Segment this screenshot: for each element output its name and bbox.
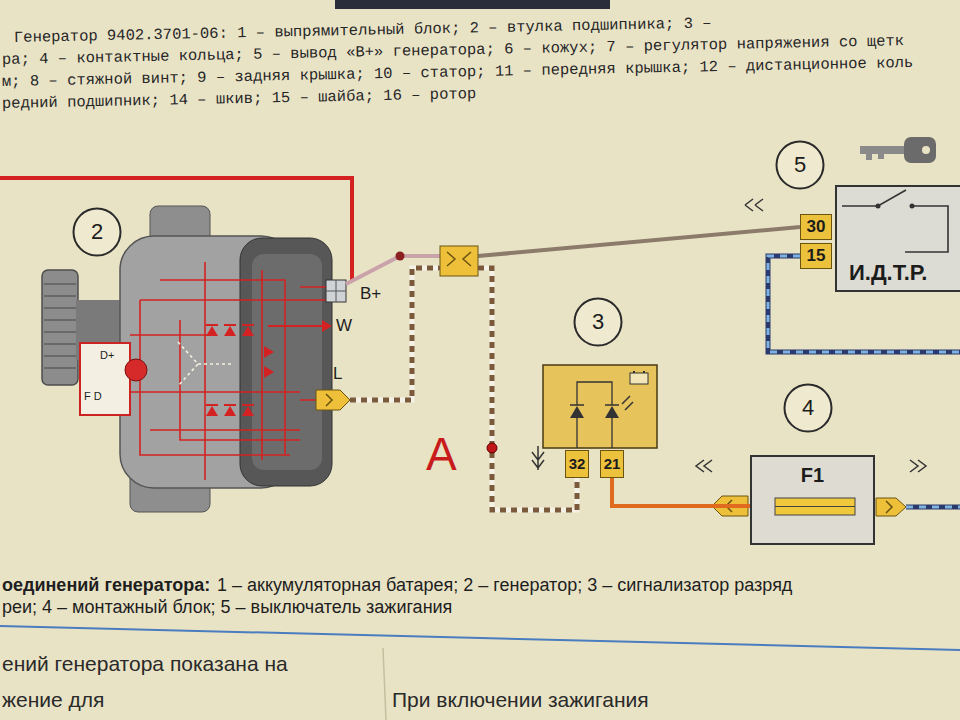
figure-caption: реи; 4 – монтажный блок; 5 – выключатель…: [2, 597, 452, 618]
node-text: 3: [592, 311, 604, 333]
callout-number: 2: [72, 207, 122, 257]
callout-circle: [777, 142, 824, 189]
generator-illustration: [125, 359, 147, 381]
warning-lamp-symbol: [543, 365, 657, 448]
node-text: 30: [807, 217, 826, 237]
generator-illustration: [326, 394, 332, 406]
key-icon: [922, 146, 930, 154]
pin-terminal: 30: [800, 214, 832, 240]
generator-illustration: [206, 325, 254, 405]
generator-illustration: [300, 287, 326, 400]
lamp-wire: [532, 446, 544, 470]
connector-block: [440, 246, 478, 276]
node-text: 4: [802, 397, 814, 419]
ignition-switch-symbol: [745, 185, 960, 352]
generator-illustration: [80, 343, 130, 415]
mounting-block-symbol: [906, 505, 960, 510]
mounting-block-symbol: [876, 498, 906, 516]
ignition-switch-symbol: [768, 256, 960, 352]
generator-illustration: [326, 280, 346, 302]
callout-number: 4: [783, 383, 833, 433]
mounting-block-symbol: [775, 506, 855, 507]
mounting-block-symbol: [696, 455, 960, 545]
page-rule: [383, 648, 386, 720]
book-edge: [335, 0, 610, 9]
connector-block: [440, 246, 478, 276]
callout-circle: [575, 299, 622, 346]
key-icon: [860, 146, 906, 154]
power-wire: [396, 252, 405, 261]
warning-lamp-symbol: [570, 406, 619, 418]
page-rule: [0, 626, 960, 720]
mounting-block-symbol: [750, 455, 875, 545]
warning-lamp-symbol: [630, 373, 648, 384]
warning-lamp-symbol: [570, 396, 633, 410]
ignition-switch-symbol: [745, 199, 763, 211]
power-wire: [478, 227, 800, 256]
key-icon: [860, 137, 936, 163]
callout-number: 5: [775, 140, 825, 190]
regulator-label: F D: [84, 390, 102, 403]
pin-terminal: 32: [565, 450, 589, 478]
mounting-block-symbol: [906, 506, 960, 509]
key-icon: [904, 137, 936, 163]
body-text: При включении зажигания: [392, 688, 649, 712]
terminal-label: L: [333, 364, 342, 384]
key-icon: [866, 154, 884, 160]
node-text: 15: [807, 246, 826, 266]
node-text: 21: [604, 455, 621, 472]
generator-illustration: [322, 320, 332, 332]
generator-illustration: [240, 238, 332, 486]
node-text: 2: [91, 221, 103, 243]
page-rule: [0, 626, 960, 650]
generator-illustration: [264, 346, 274, 378]
connector-block: [447, 252, 471, 266]
node-text: F1: [801, 464, 824, 487]
generator-illustration: [42, 206, 350, 512]
wire-connector: [612, 478, 750, 506]
generator-illustration: [178, 342, 232, 386]
regulator-label: D+: [100, 349, 114, 362]
generator-illustration: [326, 280, 346, 302]
ignition-switch-symbol: [768, 256, 960, 352]
ignition-switch-symbol: [842, 190, 948, 252]
mounting-block-symbol: [696, 460, 712, 472]
pin-terminal: 15: [800, 243, 832, 269]
pin-terminal: 21: [600, 450, 624, 478]
warning-lamp-symbol: [543, 365, 657, 448]
generator-illustration: [316, 390, 350, 410]
callout-circle: [785, 385, 832, 432]
handwritten-mark: A: [426, 428, 457, 481]
generator-illustration: [42, 270, 78, 385]
callout-circle: [74, 209, 121, 256]
lamp-wire: [487, 443, 497, 453]
generator-illustration: [206, 326, 254, 416]
generator-illustration: [130, 262, 300, 480]
body-text: жение для: [2, 688, 104, 712]
lamp-wire: [350, 268, 440, 400]
mounting-block-symbol: [775, 498, 855, 515]
node-text: И.Д.Т.Р.: [849, 260, 927, 285]
mounting-block-symbol: [910, 460, 926, 472]
generator-illustration: [44, 284, 76, 368]
fuse-box: F1: [750, 455, 875, 545]
ignition-switch-symbol: [910, 204, 915, 209]
ignition-switch-symbol: [876, 204, 881, 209]
warning-lamp-symbol: [634, 371, 644, 373]
book-edge: [335, 0, 610, 9]
ignition-switch-box: И.Д.Т.Р.3015: [835, 185, 960, 292]
generator-illustration: [268, 325, 324, 327]
node-text: 5: [794, 154, 806, 176]
lamp-wire: [350, 268, 440, 400]
terminal-label: W: [336, 316, 352, 336]
body-text: ений генератора показана на: [2, 652, 288, 676]
figure-caption: 1 – аккумуляторная батарея; 2 – генерато…: [217, 575, 792, 596]
node-text: 32: [569, 455, 586, 472]
callout-number: 3: [573, 297, 623, 347]
terminal-label: B+: [360, 284, 381, 304]
mounting-block-symbol: [886, 501, 892, 513]
figure-caption: оединений генератора:: [2, 575, 210, 596]
ignition-switch-symbol: [835, 185, 960, 292]
